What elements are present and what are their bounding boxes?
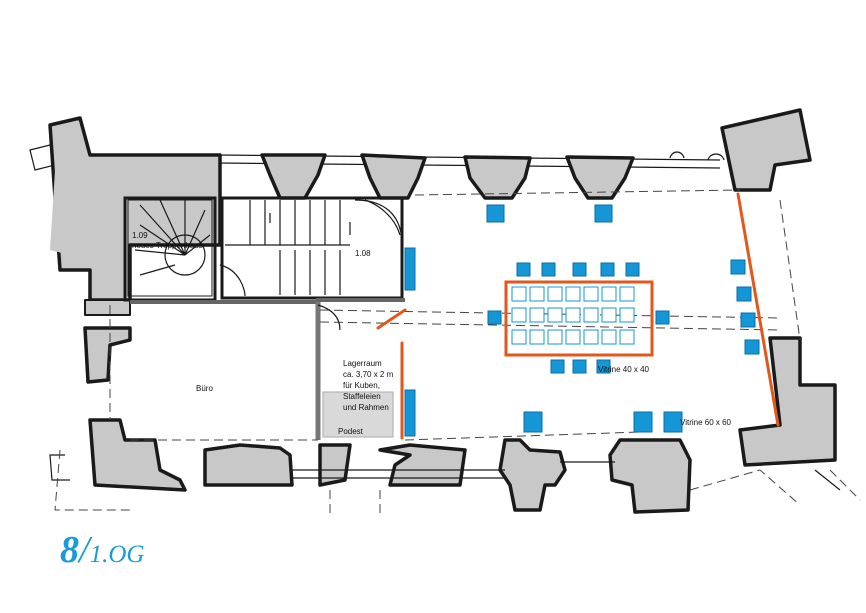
stair-core [123,196,405,440]
floor-name: 1.OG [89,541,145,568]
office-label: Büro [196,384,213,393]
podest-area [322,391,394,438]
stair-old-number: 1.08 [355,249,371,258]
vitrine-40-label: Vitrine 40 x 40 [598,365,650,374]
page-number: 8 [60,529,79,571]
vitrine-60-label: Vitrine 60 x 60 [680,418,732,427]
vitrines [404,204,760,437]
walls [48,108,837,514]
cube-grid [511,286,635,345]
context-lines [29,144,861,515]
floor-title: 8/1.OG [60,528,144,572]
door-swing-icon [364,199,401,236]
stair-new-label: neues Treppenhaus [132,241,203,250]
storage-label-3: für Kuben, [343,381,380,390]
title-slash: / [79,529,90,571]
partitions [376,192,780,440]
storage-label-5: und Rahmen [343,403,389,412]
stair-new-number: 1.09 [132,231,148,240]
room-labels: 1.09 neues Treppenhaus 1.08 Büro Lagerra… [132,231,732,436]
storage-label-4: Staffeleien [343,392,381,401]
storage-label-1: Lagerraum [343,359,382,368]
storage-label-2: ca. 3,70 x 2 m [343,370,394,379]
podest-label: Podest [338,427,364,436]
